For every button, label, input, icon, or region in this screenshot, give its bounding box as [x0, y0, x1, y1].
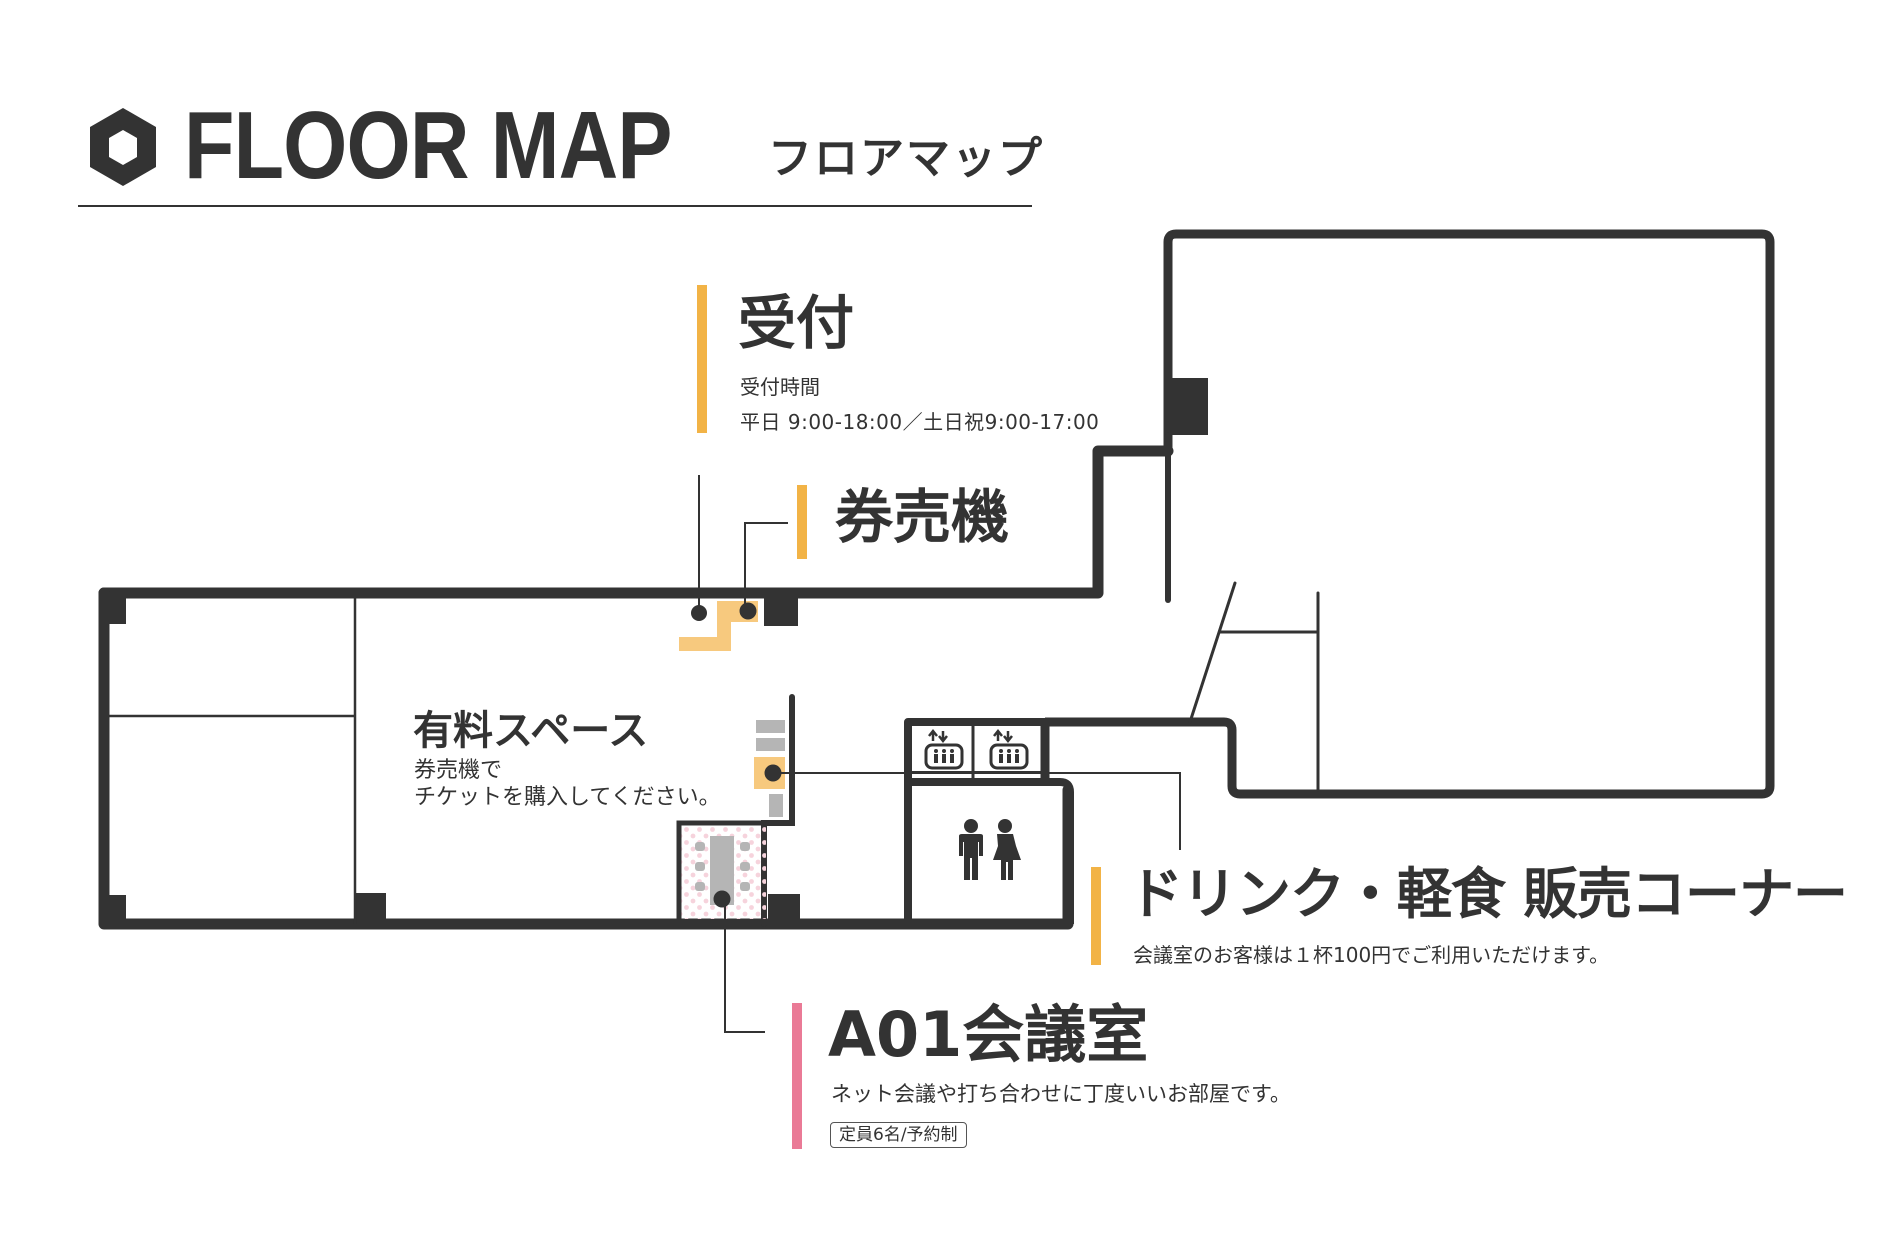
reception-title: 受付: [738, 289, 855, 357]
meeting-room-title: A01会議室: [828, 998, 1149, 1071]
page-title-ja: フロアマップ: [768, 133, 1044, 184]
reception-accent-bar: [697, 285, 707, 433]
reception-hours-label: 受付時間: [740, 375, 820, 399]
paid-space-line2: チケットを購入してください。: [414, 785, 721, 810]
leader-dots: [691, 602, 782, 908]
columns: [104, 378, 1208, 924]
left-partitions: [108, 598, 357, 924]
ticket-machine-title: 券売機: [835, 483, 1010, 551]
page-title: FLOOR MAP: [184, 92, 672, 199]
meeting-room-area: [676, 820, 768, 919]
elevator-icon: [924, 728, 964, 770]
elevator-icon: [989, 728, 1029, 770]
elevator-restroom-block: [904, 229, 1775, 924]
ticket-machine-accent-bar: [797, 485, 807, 559]
meeting-room-accent-bar: [792, 1003, 802, 1149]
paid-space-line1: 券売機で: [414, 758, 503, 783]
right-building-interior: [1165, 432, 1320, 792]
paid-space-title: 有料スペース: [413, 708, 649, 754]
hexagon-icon: [90, 108, 156, 186]
leader-lines: [698, 475, 1181, 1033]
meeting-room-capacity-tag: 定員6名/予約制: [830, 1122, 967, 1148]
drink-corner-title: ドリンク・軽食 販売コーナー: [1128, 862, 1848, 926]
meeting-chairs: [695, 842, 750, 891]
drink-corner-accent-bar: [1091, 867, 1101, 965]
restroom-icon: [959, 819, 1021, 880]
drink-corner-note: 会議室のお客様は１杯100円でご利用いただけます。: [1133, 943, 1610, 967]
meeting-room-description: ネット会議や打ち合わせに丁度いいお部屋です。: [831, 1082, 1291, 1106]
title-underline: [78, 205, 1032, 207]
reception-hours: 平日 9:00-18:00／土日祝9:00-17:00: [740, 410, 1100, 434]
